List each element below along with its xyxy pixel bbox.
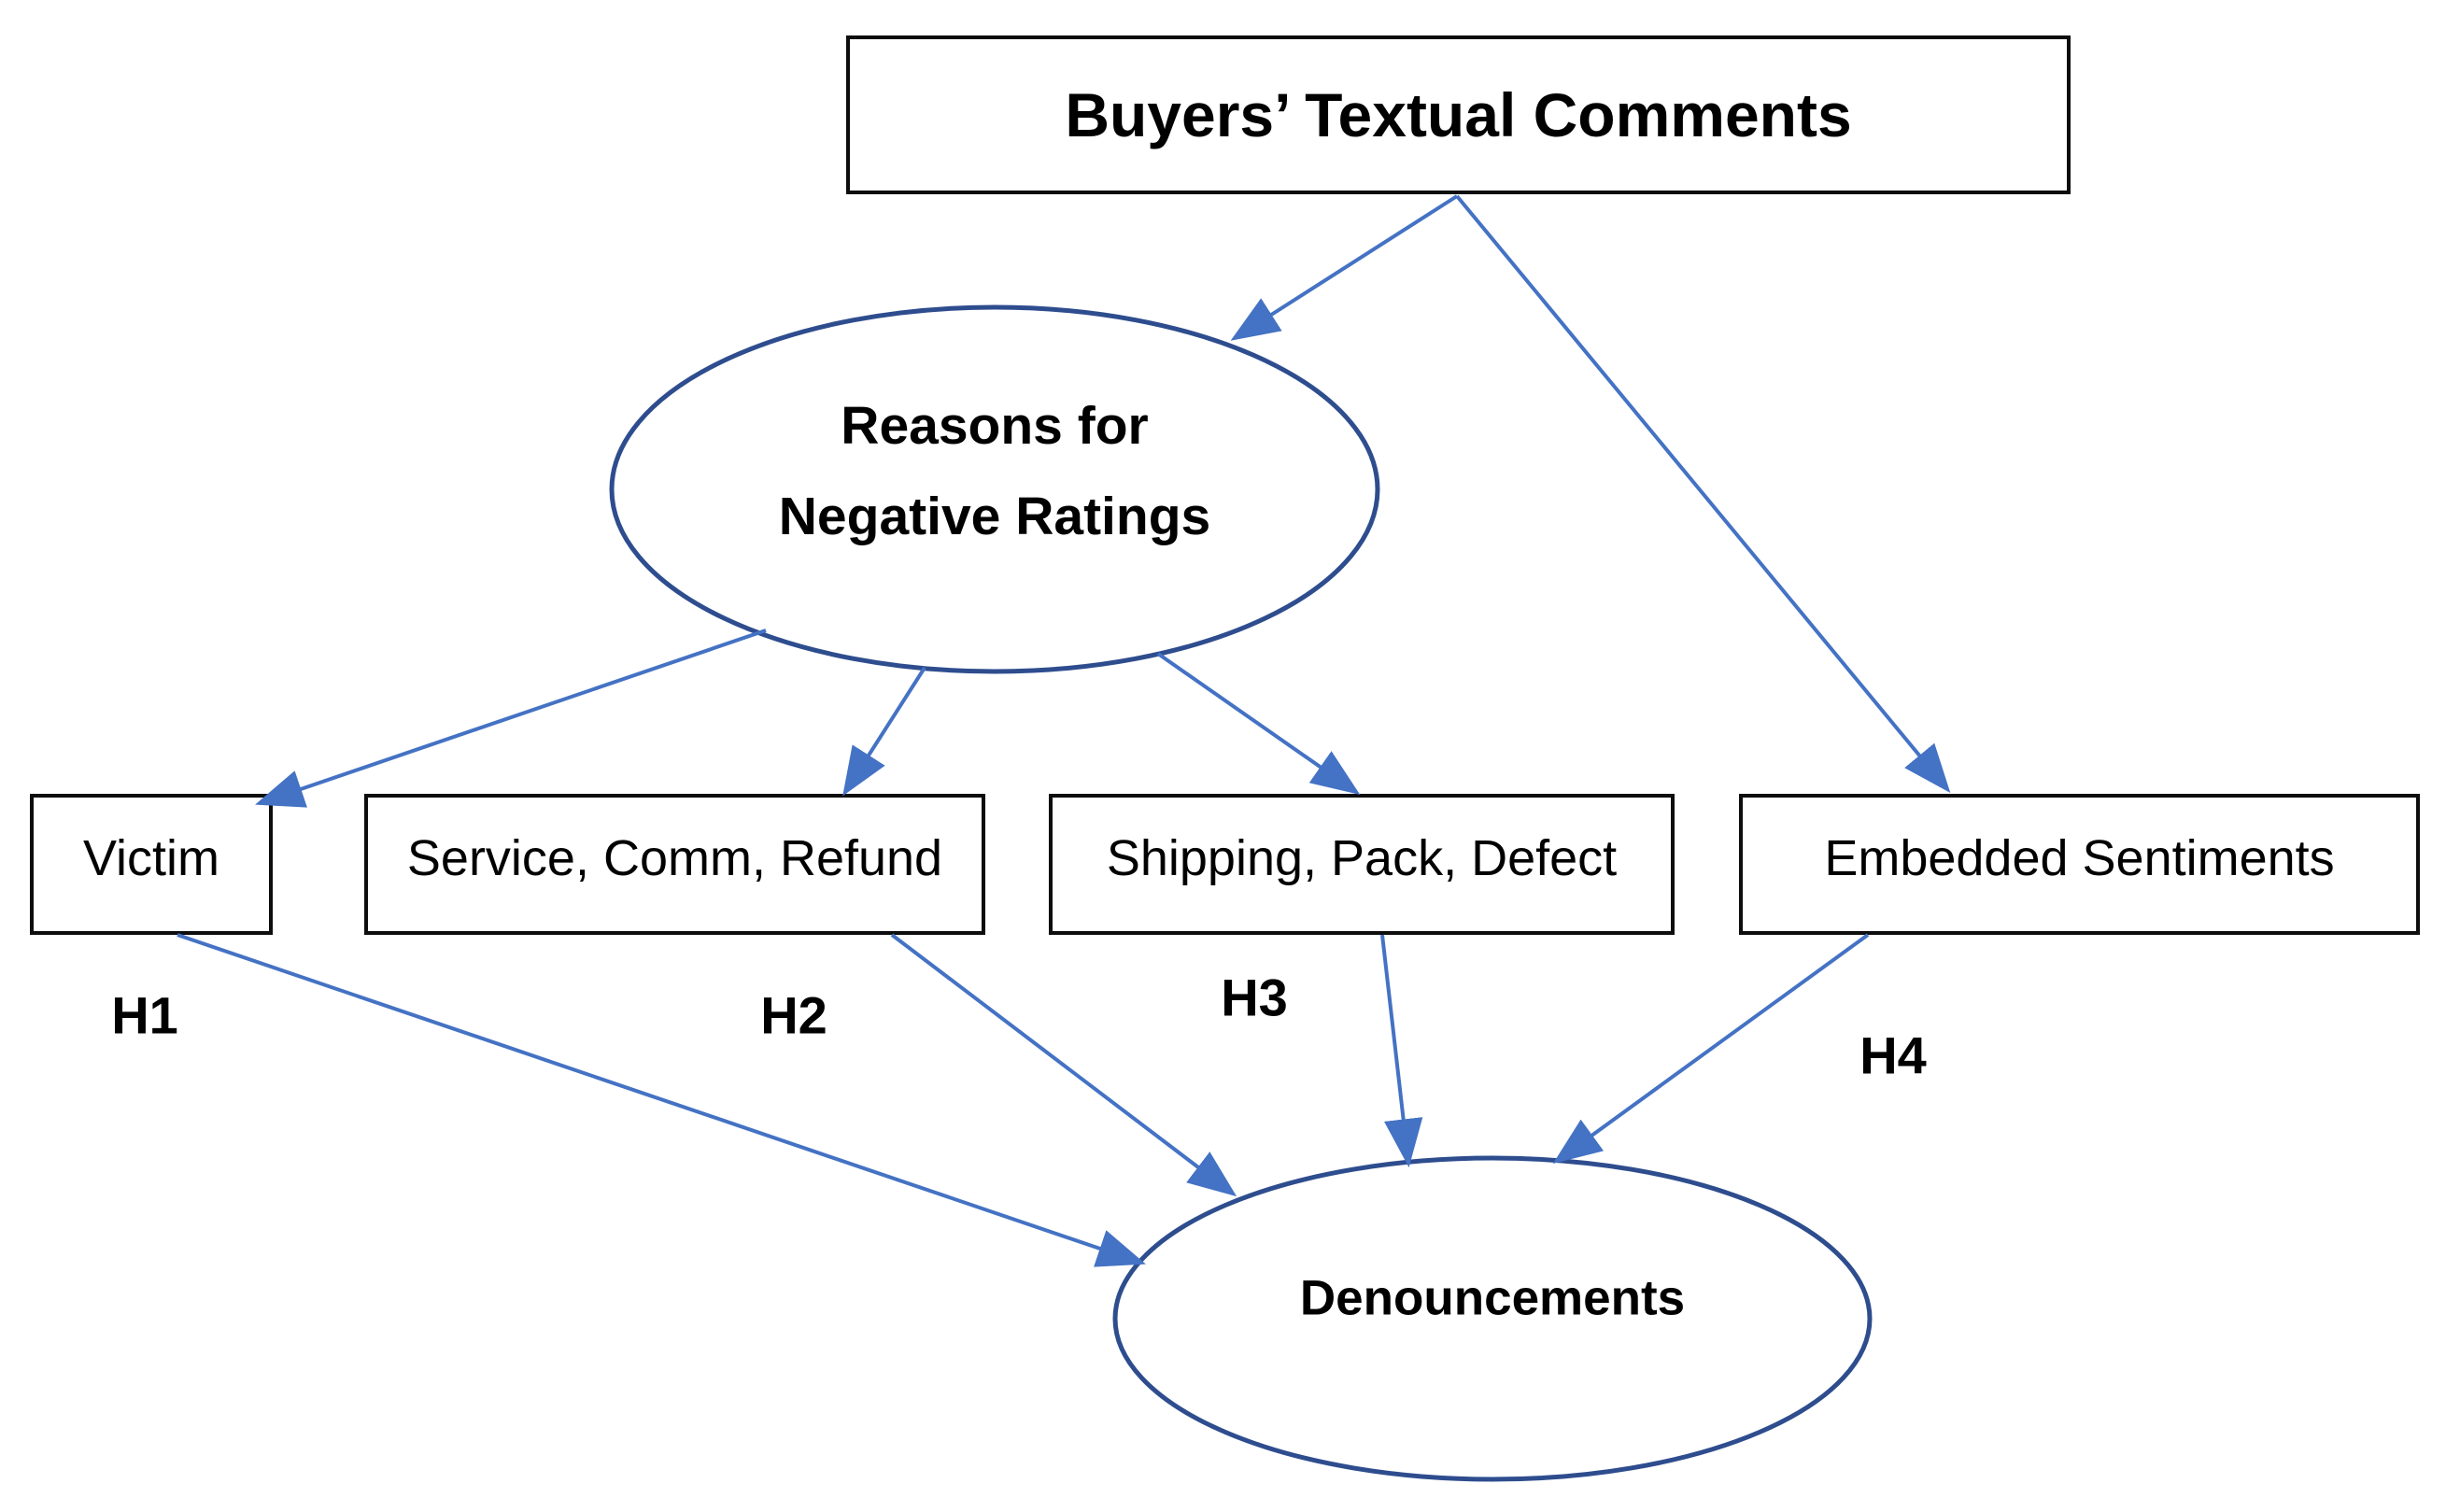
reasons-label-line1: Reasons for bbox=[841, 396, 1149, 456]
arrow-reasons-to-service bbox=[842, 666, 926, 797]
reasons-ellipse-label: Reasons for Negative Ratings bbox=[779, 381, 1210, 562]
arrow-comments-to-embedded bbox=[1455, 194, 1951, 794]
arrow-service-to-denouncements bbox=[890, 933, 1237, 1197]
hypothesis-h3-label: H3 bbox=[1221, 968, 1288, 1027]
arrow-victim-to-denouncements bbox=[177, 933, 1146, 1267]
hypothesis-h2-label: H2 bbox=[760, 985, 827, 1045]
embedded-sentiments-box: Embedded Sentiments bbox=[1739, 794, 2420, 935]
buyers-textual-comments-box: Buyers’ Textual Comments bbox=[846, 35, 2071, 194]
arrow-comments-to-reasons bbox=[1230, 194, 1459, 341]
buyers-textual-comments-label: Buyers’ Textual Comments bbox=[1065, 80, 1852, 149]
arrow-reasons-to-victim bbox=[255, 629, 767, 808]
embedded-sentiments-label: Embedded Sentiments bbox=[1824, 830, 2335, 886]
shipping-pack-defect-box: Shipping, Pack, Defect bbox=[1049, 794, 1675, 935]
service-comm-refund-label: Service, Comm, Refund bbox=[406, 830, 943, 886]
hypothesis-h4-label: H4 bbox=[1859, 1025, 1927, 1085]
service-comm-refund-box: Service, Comm, Refund bbox=[364, 794, 985, 935]
reasons-label-line2: Negative Ratings bbox=[778, 487, 1211, 546]
arrow-shipping-to-denouncements bbox=[1380, 934, 1423, 1168]
hypothesis-h1-label: H1 bbox=[111, 985, 178, 1045]
arrow-reasons-to-shipping bbox=[1156, 652, 1361, 795]
shipping-pack-defect-label: Shipping, Pack, Defect bbox=[1106, 830, 1618, 886]
victim-box: Victim bbox=[30, 794, 273, 935]
denouncements-ellipse-label: Denouncements bbox=[1299, 1270, 1686, 1326]
victim-label: Victim bbox=[82, 830, 220, 886]
arrow-embedded-to-denouncements bbox=[1552, 933, 1870, 1165]
